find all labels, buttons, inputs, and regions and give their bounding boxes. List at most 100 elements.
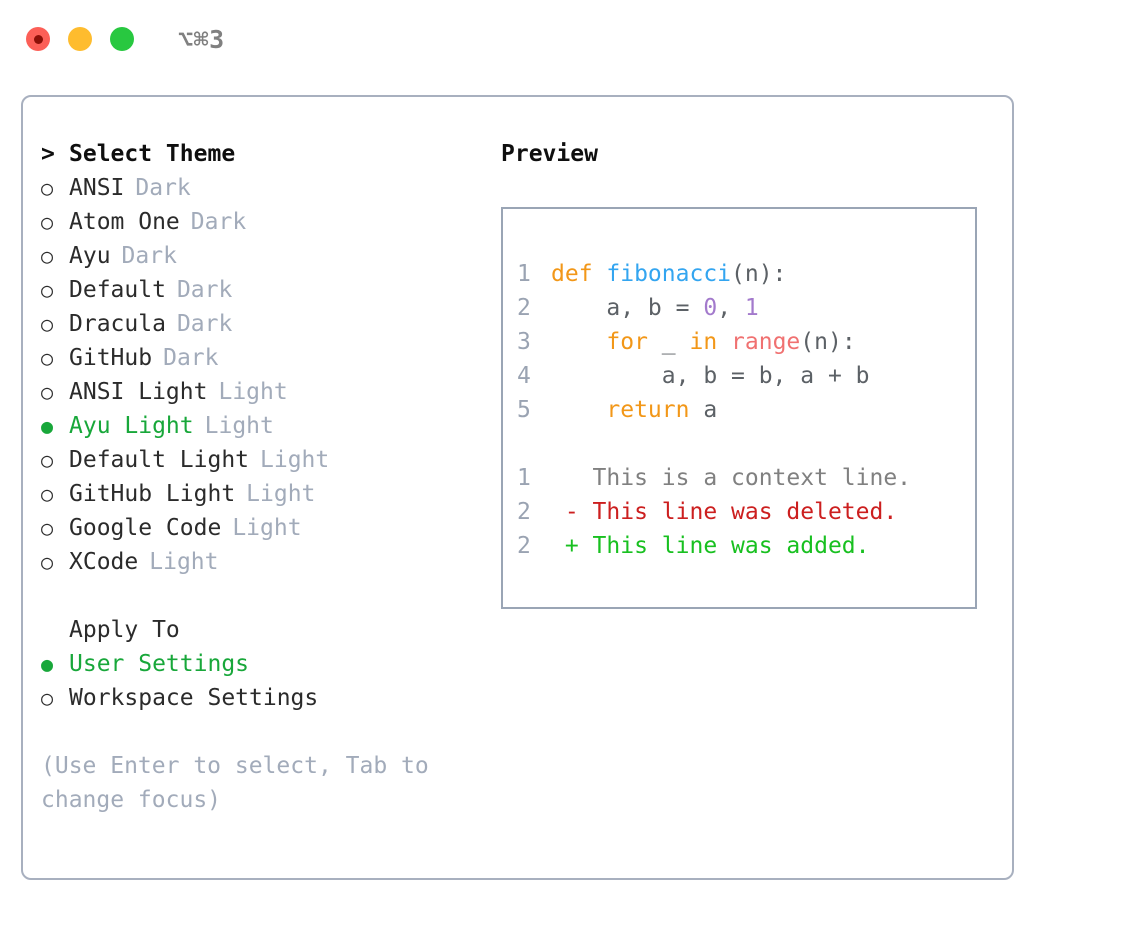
radio-selected-icon: ●: [41, 652, 54, 676]
line-content: return a: [551, 393, 717, 427]
theme-option-tag: Dark: [176, 311, 233, 337]
theme-option-tag: Light: [246, 481, 316, 507]
theme-option-label: Ayu: [69, 243, 111, 269]
line-content: a, b = b, a + b: [551, 359, 870, 393]
theme-option-label: Ayu Light: [69, 413, 194, 439]
apply-to-marker: [41, 613, 69, 647]
token-kw: in: [689, 329, 718, 355]
radio-unselected-icon: ○: [41, 482, 54, 506]
code-line: 1 def fibonacci(n):: [517, 257, 975, 291]
theme-option-ansi[interactable]: ○ ANSI Dark: [41, 171, 501, 205]
line-content: a, b = 0, 1: [551, 291, 759, 325]
theme-option-ayu[interactable]: ○ Ayu Dark: [41, 239, 501, 273]
theme-option-github-light[interactable]: ○ GitHub Light Light: [41, 477, 501, 511]
theme-option-tag: Dark: [190, 209, 247, 235]
token-ctx: This is a context line.: [551, 465, 912, 491]
apply-to-option-label: Workspace Settings: [69, 685, 319, 711]
theme-option-tag: Light: [232, 515, 302, 541]
theme-option-label: Default: [69, 277, 166, 303]
traffic-light-group: [26, 27, 134, 51]
theme-option-label: GitHub Light: [69, 481, 236, 507]
token-num: 1: [744, 295, 759, 321]
radio-unselected-icon: ○: [41, 550, 54, 574]
title-bar: ⌥⌘3: [0, 0, 1140, 78]
code-line: 2 a, b = 0, 1: [517, 291, 975, 325]
token-kw: def: [551, 261, 607, 287]
line-content: - This line was deleted.: [551, 495, 897, 529]
preview-heading: Preview: [501, 141, 598, 167]
theme-option-tag: Dark: [176, 277, 233, 303]
token-num: 0: [703, 295, 718, 321]
radio-unselected-icon: ○: [41, 380, 54, 404]
token-plain: _: [647, 329, 690, 355]
close-button[interactable]: [26, 27, 50, 51]
apply-to-option-user-settings[interactable]: ●User Settings: [41, 647, 501, 681]
apply-to-heading-label: Apply To: [69, 617, 180, 643]
code-line: 4 a, b = b, a + b: [517, 359, 975, 393]
maximize-button[interactable]: [110, 27, 134, 51]
token-plain: (n):: [731, 261, 787, 287]
token-plain: [717, 329, 731, 355]
token-plain: ,: [717, 295, 745, 321]
line-number: 5: [517, 397, 531, 423]
minimize-button[interactable]: [68, 27, 92, 51]
theme-option-tag: Light: [149, 549, 219, 575]
theme-option-google-code[interactable]: ○ Google Code Light: [41, 511, 501, 545]
radio-unselected-icon: ○: [41, 516, 54, 540]
line-number: 4: [517, 363, 531, 389]
apply-to-option-list: ●User Settings○Workspace Settings: [41, 647, 501, 715]
theme-option-tag: Dark: [163, 345, 219, 371]
apply-to-option-workspace-settings[interactable]: ○Workspace Settings: [41, 681, 501, 715]
list-spacer: [41, 579, 501, 613]
diff-line: 2 + This line was added.: [517, 529, 975, 563]
line-number: 1: [517, 465, 531, 491]
token-del: - This line was deleted.: [551, 499, 898, 525]
theme-option-label: ANSI Light: [69, 379, 208, 405]
theme-option-default[interactable]: ○ Default Dark: [41, 273, 501, 307]
diff-line: 1 This is a context line.: [517, 461, 975, 495]
theme-option-label: XCode: [69, 549, 139, 575]
line-content: This is a context line.: [551, 461, 912, 495]
select-theme-heading: > Select Theme: [41, 137, 501, 171]
theme-option-tag: Light: [260, 447, 330, 473]
token-plain: a: [689, 397, 718, 423]
window-title: ⌥⌘3: [178, 24, 225, 54]
token-plain: a, b = b, a + b: [551, 363, 870, 389]
theme-option-tag: Dark: [135, 175, 191, 201]
preview-spacer: [517, 427, 975, 461]
token-kw: return: [606, 397, 690, 423]
line-number: 1: [517, 261, 531, 287]
radio-unselected-icon: ○: [41, 176, 54, 200]
line-content: for _ in range(n):: [551, 325, 855, 359]
radio-unselected-icon: ○: [41, 244, 54, 268]
code-line: 3 for _ in range(n):: [517, 325, 975, 359]
theme-option-xcode[interactable]: ○ XCode Light: [41, 545, 501, 579]
line-content: def fibonacci(n):: [551, 257, 786, 291]
radio-selected-icon: ●: [41, 414, 54, 438]
theme-option-tag: Light: [218, 379, 288, 405]
theme-option-tag: Dark: [121, 243, 177, 269]
token-plain: [551, 397, 606, 423]
theme-option-ansi-light[interactable]: ○ ANSI Light Light: [41, 375, 501, 409]
code-line: 5 return a: [517, 393, 975, 427]
radio-unselected-icon: ○: [41, 278, 54, 302]
theme-option-label: ANSI: [69, 175, 125, 201]
line-content: + This line was added.: [551, 529, 870, 563]
token-add: + This line was added.: [551, 533, 870, 559]
token-plain: [551, 329, 606, 355]
diff-line: 2 - This line was deleted.: [517, 495, 975, 529]
theme-option-label: Google Code: [69, 515, 222, 541]
line-number: 3: [517, 329, 531, 355]
